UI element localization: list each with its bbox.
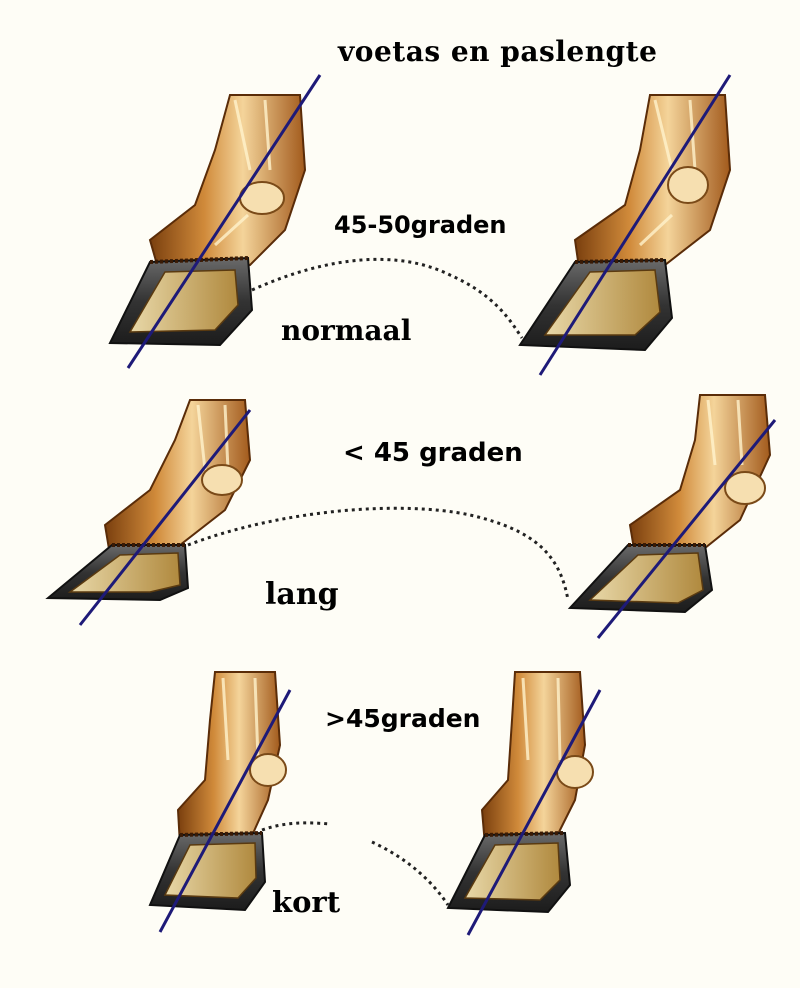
- angle-label-normal: 45-50graden: [334, 213, 507, 237]
- category-label-long: lang: [265, 580, 339, 610]
- category-label-normal: normaal: [281, 317, 411, 345]
- hoof-illustration-normal-left: [110, 95, 305, 345]
- hoof-illustration-long-left: [48, 400, 250, 600]
- angle-label-short: >45graden: [325, 706, 480, 731]
- diagram-title: voetas en paslengte: [338, 38, 657, 66]
- stride-arc: [262, 823, 330, 830]
- hoof-illustration-long-right: [570, 395, 770, 612]
- category-label-short: kort: [272, 888, 340, 917]
- hoof-illustration-normal-right: [520, 95, 730, 350]
- angle-label-long: < 45 graden: [343, 440, 523, 466]
- stride-arc: [188, 508, 568, 600]
- hoof-illustration-short-left: [150, 672, 286, 910]
- stride-arc: [372, 842, 448, 905]
